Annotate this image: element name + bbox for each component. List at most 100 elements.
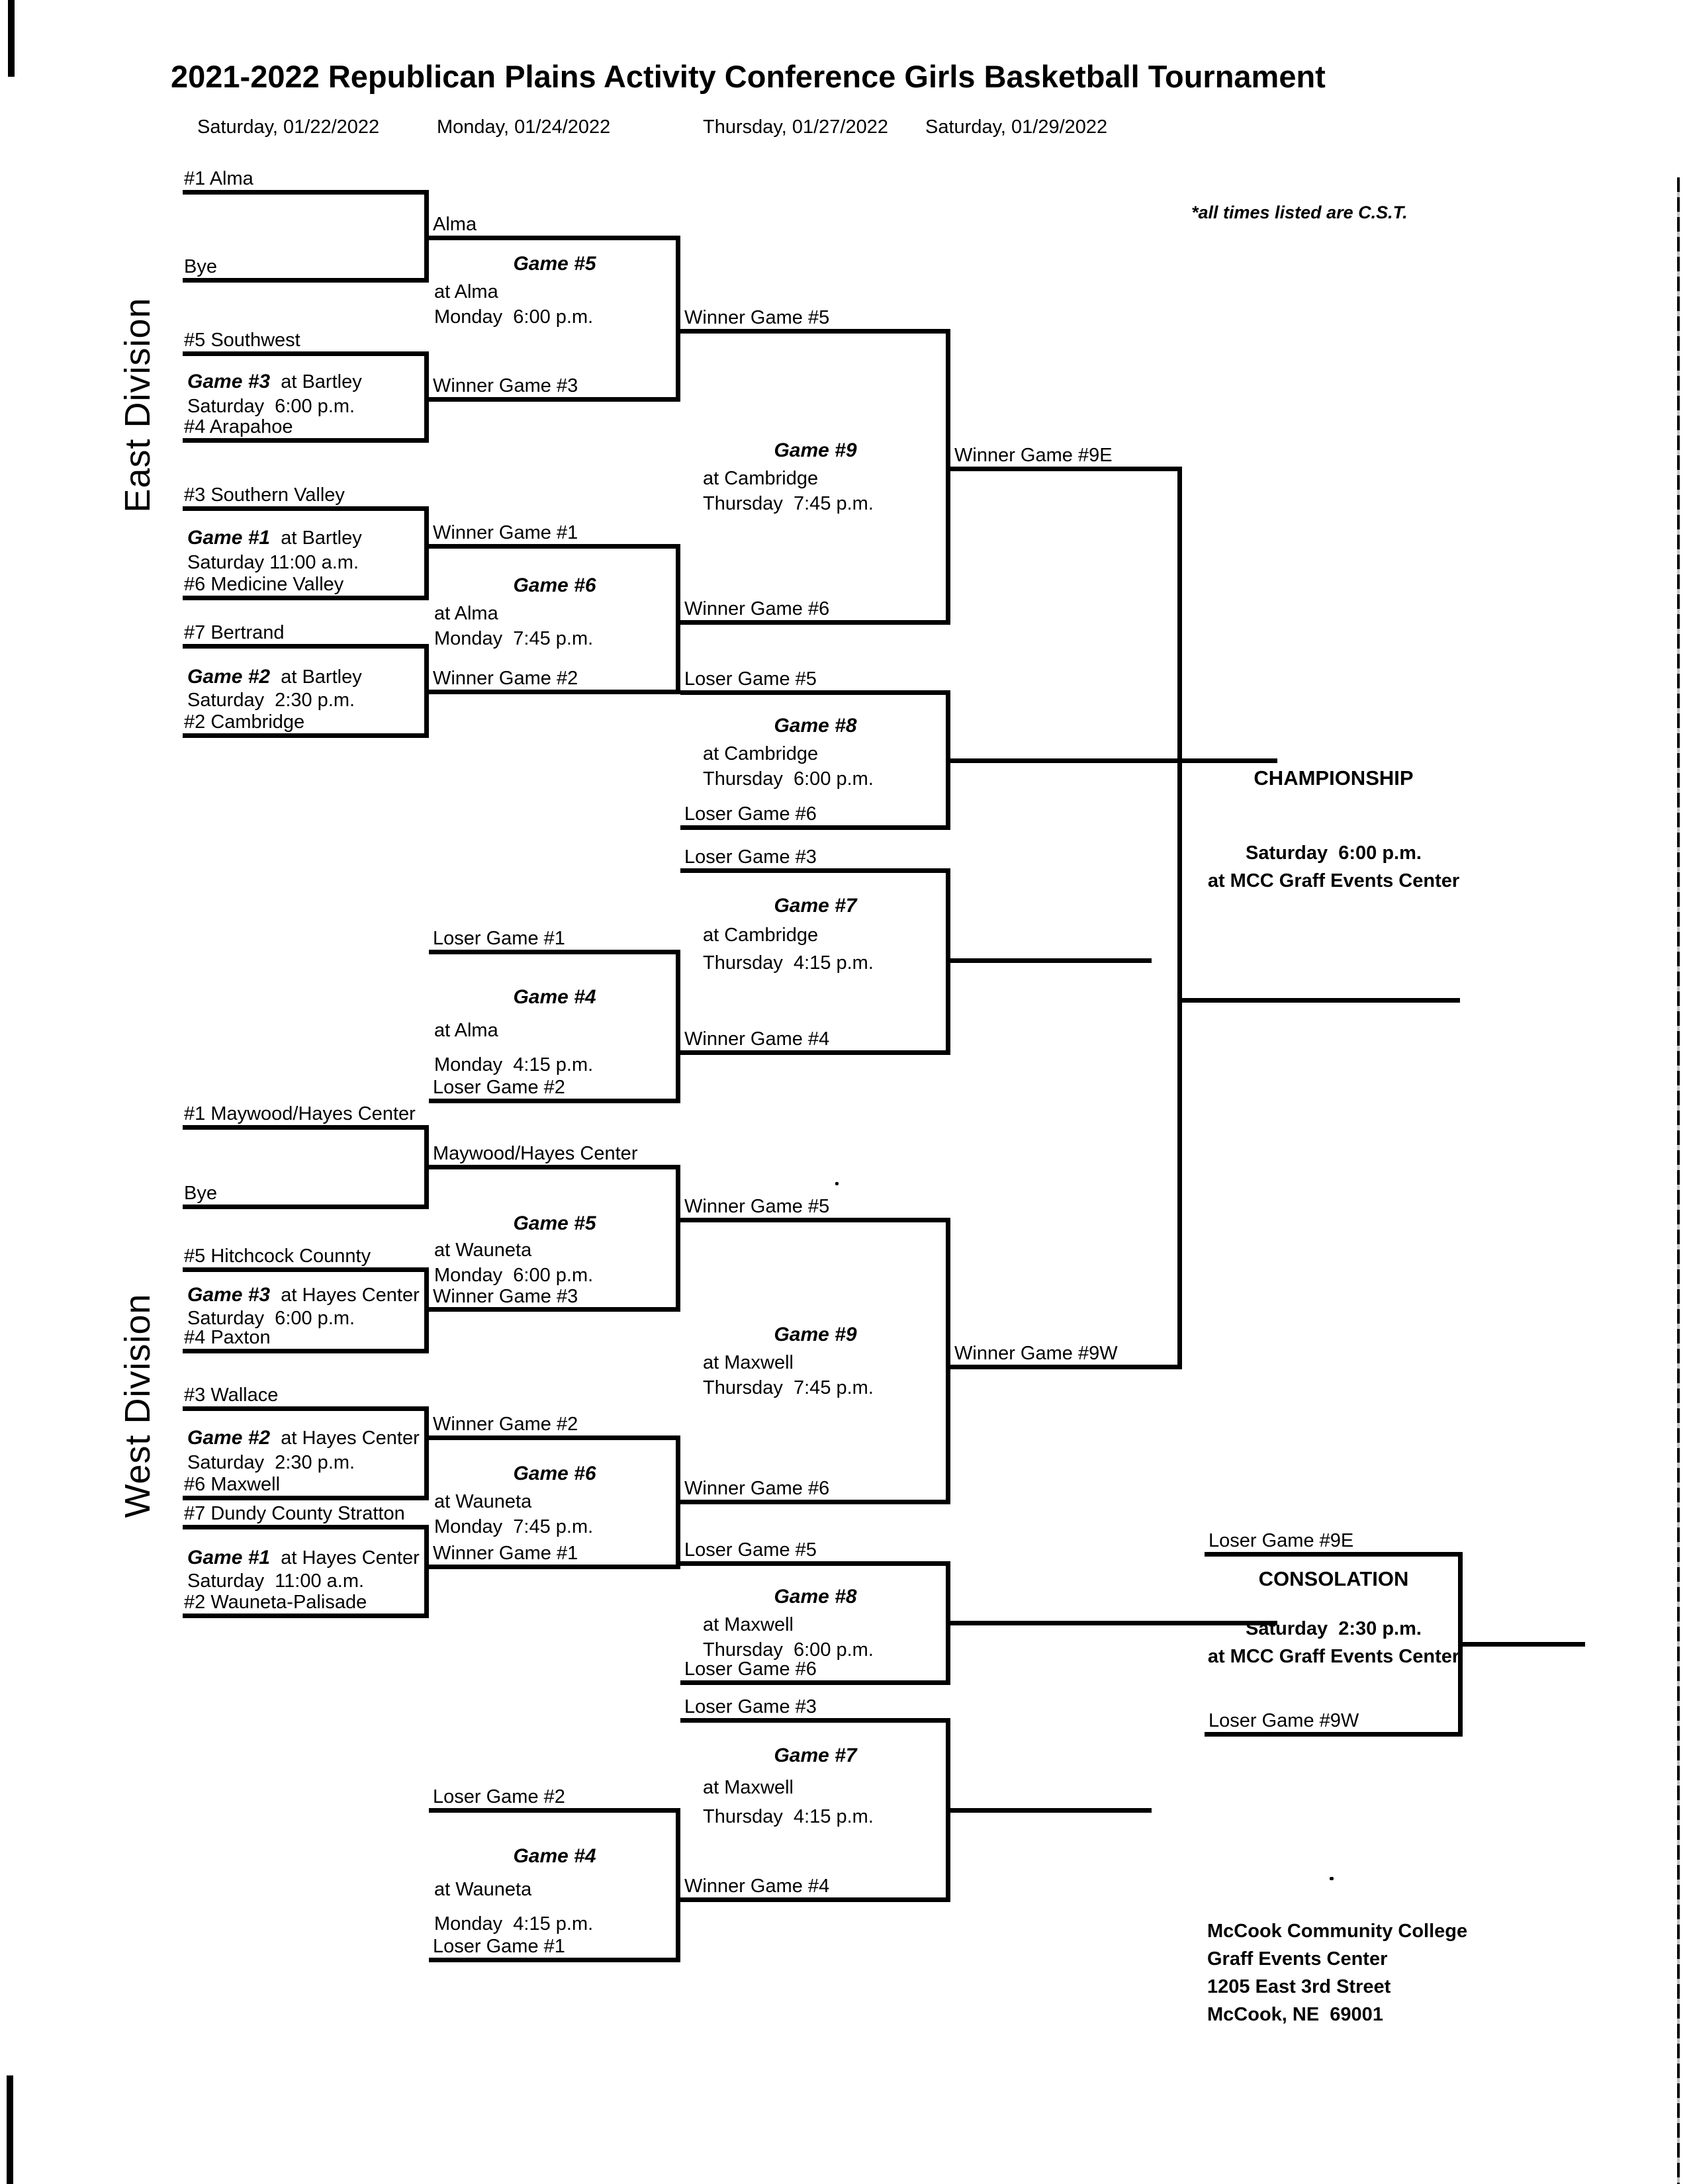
east-game5-time: Monday 6:00 p.m. [434, 306, 594, 328]
west-pair3-connector [424, 1406, 429, 1500]
west-game4-connector [676, 1808, 680, 1962]
west-wg4-line [680, 1897, 950, 1902]
west-wg5-label: Winner Game #5 [684, 1196, 830, 1217]
west-game6-title: Game #6 [513, 1463, 596, 1484]
east-bertrand-label: #7 Bertrand [184, 622, 285, 643]
east-lg5-label: Loser Game #5 [684, 668, 817, 690]
east-game9-venue: at Cambridge [703, 468, 819, 489]
west-game8-out-line [946, 1621, 1277, 1625]
west-w9w-line [950, 1365, 1182, 1369]
championship-label: CHAMPIONSHIP [1254, 766, 1414, 790]
west-game6-venue: at Wauneta [434, 1491, 532, 1512]
east-division-label: East Division [118, 297, 158, 513]
west-dundy-label: #7 Dundy County Stratton [184, 1503, 405, 1524]
west-w9w-label: Winner Game #9W [954, 1343, 1118, 1364]
east-game6-venue: at Alma [434, 603, 498, 624]
west-game8-time: Thursday 6:00 p.m. [703, 1639, 874, 1661]
west-paxton-line [183, 1349, 429, 1353]
east-game2-title: Game #2 at Bartley [187, 666, 362, 688]
east-lg5-line [680, 690, 950, 695]
east-game8-out-line [946, 758, 1277, 763]
date-round1: Saturday, 01/22/2022 [197, 116, 380, 138]
west-wallace-line [183, 1406, 429, 1411]
east-game7-title: Game #7 [774, 895, 857, 917]
west-game5-time: Monday 6:00 p.m. [434, 1265, 594, 1286]
west-wauneta-palisade-label: #2 Wauneta-Palisade [184, 1592, 367, 1613]
date-round2: Monday, 01/24/2022 [437, 116, 611, 138]
west-game9-title: Game #9 [774, 1324, 857, 1345]
west-game9-connector [946, 1218, 950, 1504]
east-seed1-line [183, 190, 429, 195]
west-game5-title: Game #5 [513, 1212, 596, 1234]
west-hitchcock-label: #5 Hitchcock Counnty [184, 1246, 371, 1267]
page-title: 2021-2022 Republican Plains Activity Con… [171, 59, 1326, 94]
west-game7-venue: at Maxwell [703, 1777, 794, 1798]
west-lg2-label: Loser Game #2 [433, 1786, 565, 1807]
east-game6-connector [676, 544, 680, 694]
east-game1-time: Saturday 11:00 a.m. [187, 552, 359, 573]
east-wg5-line [680, 329, 950, 334]
west-wg6-line [680, 1500, 950, 1504]
west-lg6-label: Loser Game #6 [684, 1659, 817, 1680]
venue-street: 1205 East 3rd Street [1207, 1976, 1391, 1997]
east-pair2-connector [424, 351, 429, 443]
east-southwest-label: #5 Southwest [184, 330, 300, 351]
championship-connector [1177, 467, 1182, 1369]
east-lg3-label: Loser Game #3 [684, 846, 817, 868]
west-lg1-label: Loser Game #1 [433, 1936, 565, 1957]
east-bye-label: Bye [184, 256, 217, 277]
west-lg3-label: Loser Game #3 [684, 1696, 817, 1717]
date-round3: Thursday, 01/27/2022 [703, 116, 888, 138]
scan-edge-mark [7, 2075, 13, 2184]
west-pair4-connector [424, 1525, 429, 1618]
scan-speckle [1330, 1877, 1334, 1880]
east-game7-time: Thursday 4:15 p.m. [703, 952, 874, 974]
timezone-note: *all times listed are C.S.T. [1191, 203, 1408, 222]
west-mhc-advance-line [429, 1165, 680, 1169]
east-lg2-line [429, 1099, 680, 1103]
west-game7-out-line [946, 1808, 1152, 1813]
consolation-out-line [1458, 1642, 1585, 1647]
west-wg5-line [680, 1218, 950, 1222]
east-wg1-label: Winner Game #1 [433, 522, 578, 543]
east-pair4-connector [424, 644, 429, 738]
east-alma-advance-line [429, 236, 680, 240]
west-game7-title: Game #7 [774, 1745, 857, 1766]
west-game8-title: Game #8 [774, 1586, 857, 1608]
east-game3-time: Saturday 6:00 p.m. [187, 396, 355, 417]
east-game9-title: Game #9 [774, 439, 857, 461]
east-game8-time: Thursday 6:00 p.m. [703, 768, 874, 790]
championship-out-line [1177, 998, 1460, 1003]
east-wg5-label: Winner Game #5 [684, 307, 830, 328]
west-hitchcock-line [183, 1267, 429, 1272]
consolation-lg9w-label: Loser Game #9W [1209, 1710, 1359, 1731]
east-game8-venue: at Cambridge [703, 743, 819, 764]
east-medicine-valley-label: #6 Medicine Valley [184, 574, 344, 595]
west-game1-title: Game #1 at Hayes Center [187, 1547, 420, 1569]
west-lg2-line [429, 1808, 680, 1813]
west-wauneta-palisade-line [183, 1614, 429, 1618]
west-wg2-label: Winner Game #2 [433, 1414, 578, 1435]
west-game3-title: Game #3 at Hayes Center [187, 1284, 420, 1306]
west-wg3-line [429, 1307, 680, 1312]
east-lg3-line [680, 868, 950, 873]
west-paxton-label: #4 Paxton [184, 1327, 271, 1348]
east-w9e-label: Winner Game #9E [954, 445, 1113, 466]
east-wg4-label: Winner Game #4 [684, 1028, 830, 1050]
east-wg2-line [429, 690, 680, 694]
east-seed1-label: #1 Alma [184, 168, 253, 189]
east-southern-valley-label: #3 Southern Valley [184, 484, 345, 506]
consolation-lg9e-label: Loser Game #9E [1209, 1530, 1354, 1551]
consolation-time: Saturday 2:30 p.m. [1246, 1618, 1422, 1639]
west-pair1-connector [424, 1125, 429, 1209]
east-arapahoe-label: #4 Arapahoe [184, 416, 293, 437]
west-seed1-label: #1 Maywood/Hayes Center [184, 1103, 416, 1124]
west-wg6-label: Winner Game #6 [684, 1478, 830, 1499]
east-game4-connector [676, 950, 680, 1103]
championship-venue: at MCC Graff Events Center [1207, 870, 1460, 891]
west-bye-label: Bye [184, 1183, 217, 1204]
east-cambridge-line [183, 733, 429, 738]
east-lg1-line [429, 950, 680, 954]
east-game2-time: Saturday 2:30 p.m. [187, 690, 355, 711]
east-game5-title: Game #5 [513, 253, 596, 275]
